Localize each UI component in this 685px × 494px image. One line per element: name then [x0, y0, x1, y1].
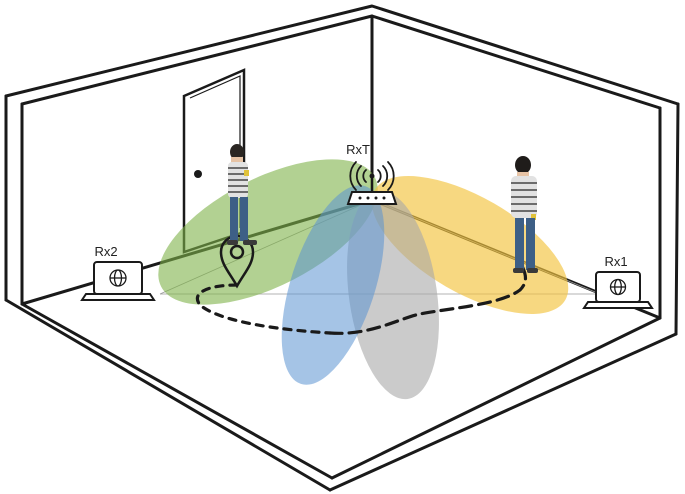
- door-knob: [194, 170, 202, 178]
- router-icon: [346, 173, 398, 205]
- blue-zone: [281, 185, 385, 385]
- yellow-zone: [371, 176, 569, 314]
- receiver-1-label: Rx1: [604, 254, 627, 269]
- person-figure-left: [227, 144, 257, 245]
- wifi-signal-icon: [349, 161, 395, 191]
- coverage-zones: [158, 159, 569, 400]
- globe-icon: [609, 278, 627, 296]
- laptop-icon-rx2: [80, 261, 156, 301]
- green-zone: [158, 159, 378, 305]
- receiver-2-label: Rx2: [94, 244, 117, 259]
- walking-path: [195, 260, 528, 335]
- laptop-icon-rx1: [582, 271, 654, 309]
- transmitter-label: RxT: [346, 142, 370, 157]
- person-figure-right: [511, 156, 538, 273]
- globe-icon: [109, 269, 127, 287]
